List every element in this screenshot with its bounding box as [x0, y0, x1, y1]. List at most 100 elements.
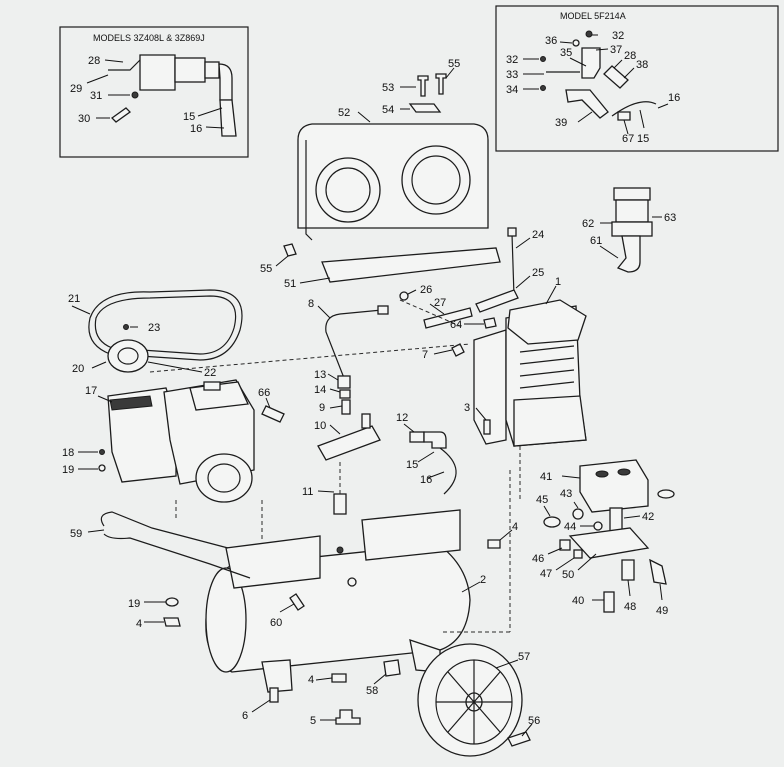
leader-29 — [86, 74, 109, 84]
tube-nut-8 — [377, 305, 389, 315]
callout-23: 23 — [148, 322, 160, 334]
engine-crankcase — [107, 387, 177, 483]
leader-28-right — [613, 59, 623, 69]
manifold-block-50 — [568, 527, 650, 559]
callout-21: 21 — [68, 293, 80, 305]
callout-16-center: 16 — [420, 474, 432, 486]
air-tank — [205, 470, 511, 693]
callout-10: 10 — [314, 420, 326, 432]
callout-37: 37 — [610, 44, 622, 56]
filter-body-63 — [611, 221, 653, 237]
callout-33: 33 — [506, 69, 518, 81]
callout-56: 56 — [528, 715, 540, 727]
leader-42 — [623, 515, 641, 519]
leader-55-left — [275, 255, 289, 267]
gauge-42-right — [657, 489, 675, 499]
leader-21 — [71, 305, 91, 315]
axle-bolt-56 — [507, 731, 531, 747]
inset-left-frame — [59, 26, 249, 158]
throttle-cable — [108, 59, 141, 71]
tank-feet — [251, 687, 361, 725]
callout-28-right: 28 — [624, 50, 636, 62]
callout-11: 11 — [302, 486, 313, 498]
tank-port — [336, 546, 344, 554]
callout-1: 1 — [555, 276, 561, 288]
dipstick-24 — [511, 233, 515, 297]
leader-38 — [623, 67, 635, 79]
leader-58 — [373, 673, 387, 685]
callout-40: 40 — [572, 595, 584, 607]
leader-55-top — [445, 67, 455, 79]
callout-5: 5 — [310, 715, 316, 727]
cylinder-fins — [519, 345, 575, 389]
cover-hole-2 — [617, 468, 631, 476]
guard-mount-hardware — [400, 67, 455, 113]
check-valve-manifold-10 — [317, 425, 381, 461]
engine-fins — [109, 395, 153, 411]
leader-22 — [147, 361, 203, 373]
leader-45 — [543, 505, 551, 517]
tank-end-cap — [205, 567, 247, 673]
dipstick-cap — [507, 227, 517, 237]
leader-24 — [515, 237, 531, 249]
leader-27 — [429, 303, 445, 315]
callout-8: 8 — [308, 298, 314, 310]
discharge-plumbing — [261, 305, 389, 515]
callout-16-right: 16 — [668, 92, 680, 104]
gauge-43 — [572, 508, 584, 520]
valve-body — [174, 57, 206, 83]
nut-4-bottom — [331, 673, 347, 683]
leader-13 — [327, 373, 339, 381]
washer-36 — [572, 39, 580, 47]
inset-right-title: MODEL 5F214A — [560, 11, 626, 21]
handle-bar-59 — [100, 511, 229, 549]
callout-63: 63 — [664, 212, 676, 224]
gas-engine — [78, 379, 255, 503]
nipple-11 — [333, 493, 347, 515]
bracket — [139, 54, 176, 91]
part-30 — [110, 107, 132, 123]
leader-51 — [299, 277, 331, 284]
callout-58: 58 — [366, 685, 378, 697]
leader-3 — [475, 407, 487, 421]
callout-67: 67 — [622, 133, 634, 145]
leader-41 — [561, 475, 581, 479]
leader-9 — [329, 405, 343, 409]
fitting-12 — [409, 431, 425, 443]
valve-48 — [621, 559, 635, 581]
rubber-foot-5 — [335, 709, 361, 725]
leader-10 — [329, 424, 341, 435]
callout-51: 51 — [284, 278, 296, 290]
valve-66 — [261, 405, 285, 423]
callout-47: 47 — [540, 568, 552, 580]
bracket-54 — [408, 103, 442, 113]
tank-fitting — [347, 577, 357, 587]
callout-17: 17 — [85, 385, 97, 397]
elbow-61 — [616, 235, 641, 273]
belt-and-pulley — [71, 289, 243, 373]
leader-60 — [279, 603, 295, 613]
callout-64: 64 — [450, 319, 462, 331]
leader-37 — [595, 48, 609, 51]
callout-48: 48 — [624, 601, 636, 613]
bracket-37 — [581, 47, 601, 79]
callout-19-bottom: 19 — [128, 598, 140, 610]
leader-8 — [317, 305, 331, 319]
breather-25 — [475, 289, 519, 313]
air-filter — [599, 187, 662, 273]
callout-52: 52 — [338, 107, 350, 119]
pump-saddle — [361, 509, 461, 561]
callout-32-left: 32 — [506, 54, 518, 66]
leader-59 — [87, 529, 105, 533]
unloader-hose — [403, 423, 457, 495]
callout-29: 29 — [70, 83, 82, 95]
callout-35: 35 — [560, 47, 572, 59]
leader-28 — [104, 59, 124, 63]
callout-2: 2 — [480, 574, 486, 586]
cover-hole-1 — [595, 470, 609, 478]
guard-bracket — [275, 243, 501, 284]
bolt-53 — [417, 75, 429, 97]
callout-9: 9 — [319, 402, 325, 414]
leader-50 — [577, 553, 597, 571]
screw-3 — [483, 419, 491, 435]
